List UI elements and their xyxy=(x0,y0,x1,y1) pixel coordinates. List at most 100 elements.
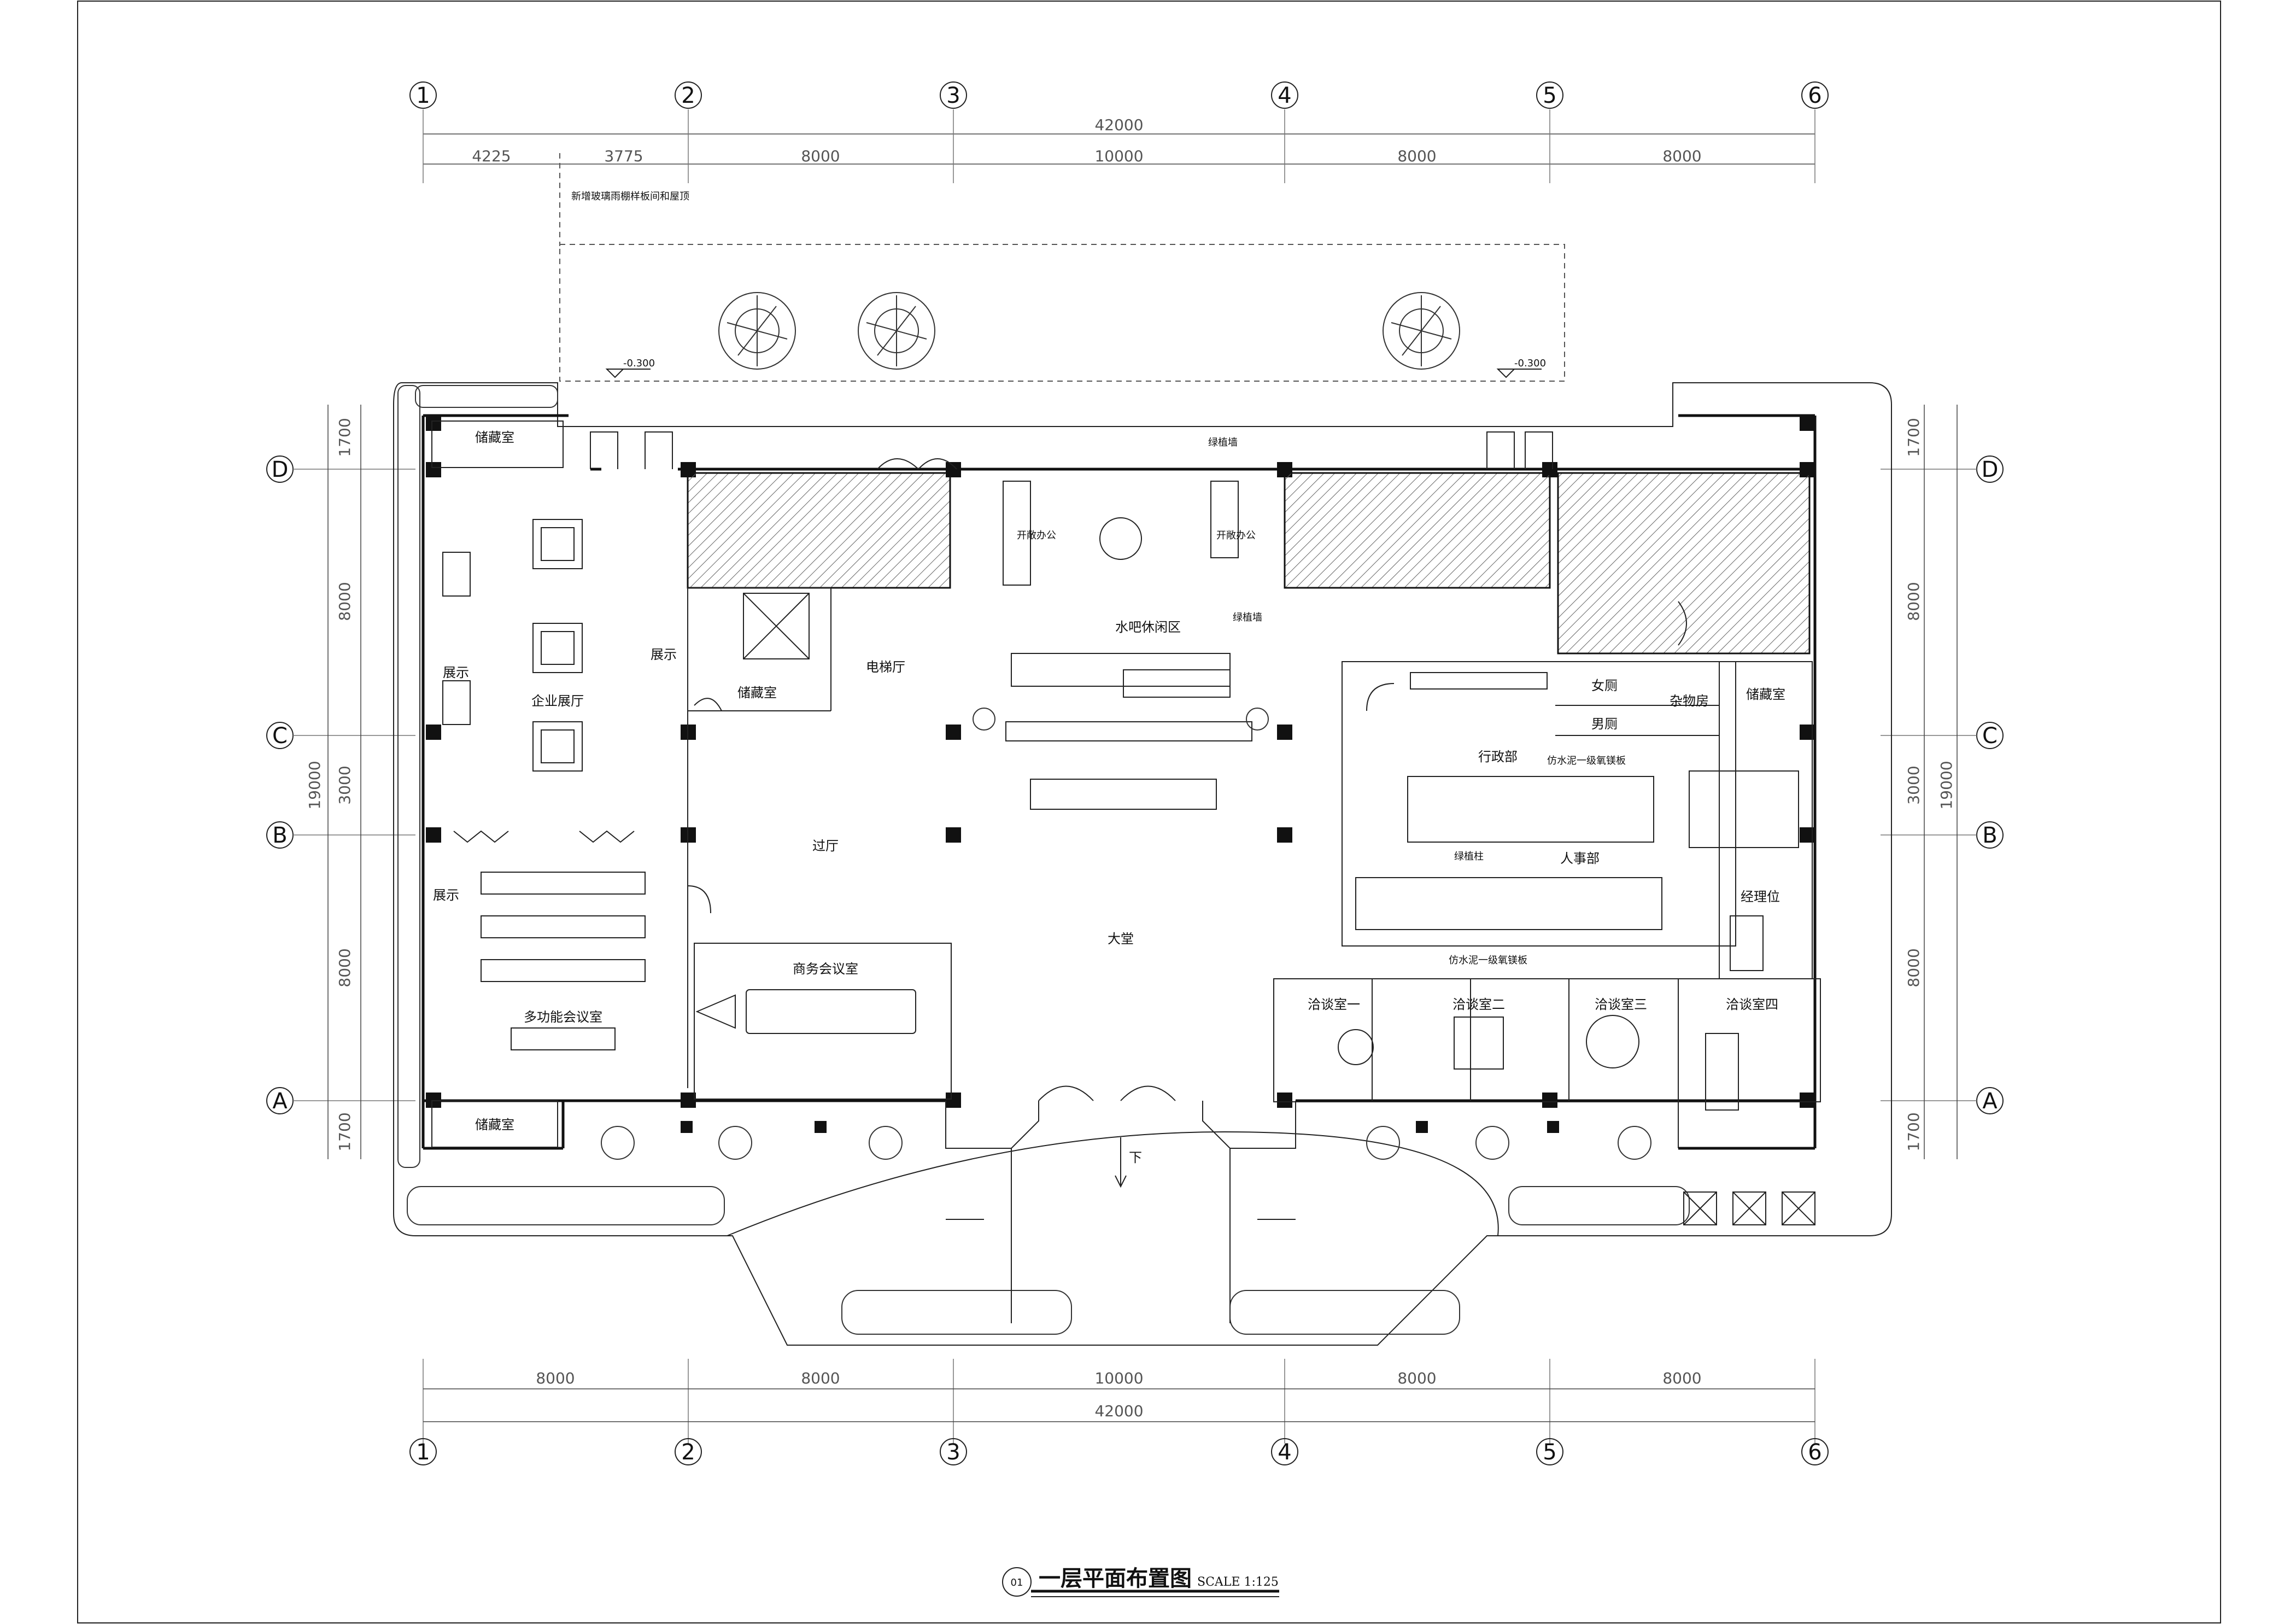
room-storage-nw: 储藏室 xyxy=(475,430,514,445)
canopy-outline xyxy=(559,244,1565,382)
hedge-west xyxy=(397,385,420,1168)
stair-core-west xyxy=(687,472,951,589)
right-grid-axes: D C B A 1700 8000 3000 8000 1700 19000 xyxy=(1881,405,2004,1159)
hedge-se xyxy=(1508,1186,1690,1225)
room-display-3: 展示 xyxy=(433,887,459,903)
dim-bottom-seg-3: 10000 xyxy=(1094,1369,1143,1387)
title-text: 一层平面布置图 xyxy=(1039,1566,1192,1591)
grid-row-C-right: C xyxy=(1982,723,1998,749)
room-nego-4: 洽谈室四 xyxy=(1726,997,1778,1012)
room-nego-3: 洽谈室三 xyxy=(1595,997,1647,1012)
dim-side-seg-3-right: 3000 xyxy=(1905,766,1923,804)
grid-row-A-right: A xyxy=(1982,1089,1998,1114)
tree-icon xyxy=(858,292,935,370)
grid-col-5-bottom: 5 xyxy=(1543,1440,1556,1465)
room-lobby: 大堂 xyxy=(1108,931,1134,947)
dim-side-seg-5: 1700 xyxy=(336,1112,354,1151)
room-storage-center: 储藏室 xyxy=(737,685,777,700)
dim-side-seg-5-right: 1700 xyxy=(1905,1112,1923,1151)
level-marker-left: -0.300 xyxy=(605,358,655,378)
office-tables xyxy=(1003,481,1239,586)
room-display-1: 展示 xyxy=(443,665,469,680)
room-nego-1: 洽谈室一 xyxy=(1308,997,1360,1012)
dim-side-seg-3: 3000 xyxy=(336,766,354,804)
elevator-shaft xyxy=(743,593,810,659)
dim-side-seg-2-right: 8000 xyxy=(1905,582,1923,621)
planter-icon xyxy=(1683,1191,1815,1225)
entrance-plaza-arc xyxy=(727,1131,1499,1236)
room-storage-sw: 储藏室 xyxy=(475,1117,514,1132)
dim-top-seg-1: 4225 xyxy=(472,147,511,165)
negotiation-furniture xyxy=(1338,1015,1739,1111)
room-exhibition-hall: 企业展厅 xyxy=(531,693,584,709)
dim-top-seg-3: 8000 xyxy=(801,147,840,165)
dim-side-seg-4: 8000 xyxy=(336,948,354,987)
label-green-column: 绿植柱 xyxy=(1454,851,1484,862)
dim-top-seg-2: 3775 xyxy=(604,147,643,165)
top-grid-axes: 1 2 3 4 5 6 42000 4225 3775 8000 10000 8… xyxy=(409,81,1829,246)
dim-top-seg-5: 8000 xyxy=(1397,147,1436,165)
title-scale: SCALE 1:125 xyxy=(1197,1575,1279,1589)
grid-col-1-top: 1 xyxy=(416,83,430,108)
grid-row-B-left: B xyxy=(272,823,287,848)
room-utility: 杂物房 xyxy=(1670,693,1709,709)
room-toilet-m: 男厕 xyxy=(1591,716,1618,732)
title-number: 01 xyxy=(1011,1577,1023,1588)
water-bar xyxy=(1005,517,1252,810)
grid-row-D-left: D xyxy=(272,457,289,482)
label-partition-2: 仿水泥一级氧镁板 xyxy=(1449,955,1527,966)
dim-bottom-total: 42000 xyxy=(1094,1402,1143,1420)
room-nego-2: 洽谈室二 xyxy=(1452,997,1505,1012)
grid-col-6-bottom: 6 xyxy=(1808,1440,1821,1465)
room-office-right: 开敞办公 xyxy=(1216,530,1256,541)
main-entrance-steps xyxy=(945,1101,1296,1323)
site-boundary xyxy=(393,382,1892,1346)
business-meeting-table xyxy=(695,989,916,1034)
room-elevator-hall: 电梯厅 xyxy=(866,659,905,675)
dim-top-seg-6: 8000 xyxy=(1662,147,1701,165)
dim-bottom-seg-4: 8000 xyxy=(1397,1369,1436,1387)
hedge-nw xyxy=(415,385,558,408)
dim-side-total: 19000 xyxy=(306,761,324,809)
grid-col-1-bottom: 1 xyxy=(416,1440,430,1465)
grid-row-C-left: C xyxy=(272,723,288,749)
hedge-south-left xyxy=(841,1290,1072,1335)
room-multi-meeting: 多功能会议室 xyxy=(524,1009,602,1025)
dim-side-seg-4-right: 8000 xyxy=(1905,948,1923,987)
exhibition-pedestals xyxy=(442,519,583,772)
room-labels: 储藏室 储藏室 储藏室 储藏室 企业展厅 展示 展示 展示 多功能会议室 商务会… xyxy=(433,430,1785,1132)
label-plant-wall: 绿植墙 xyxy=(1208,437,1238,448)
dim-top-total: 42000 xyxy=(1094,116,1143,134)
dim-bottom-seg-5: 8000 xyxy=(1662,1369,1701,1387)
tree-icon xyxy=(1383,292,1460,370)
room-business-meeting: 商务会议室 xyxy=(793,961,858,977)
grid-col-2-top: 2 xyxy=(681,83,695,108)
room-manager: 经理位 xyxy=(1741,889,1780,904)
grid-col-4-bottom: 4 xyxy=(1278,1440,1291,1465)
interior-partitions xyxy=(431,420,1821,1148)
label-partition-1: 仿水泥一级氧镁板 xyxy=(1547,755,1626,767)
top-canopy-note: 新增玻璃雨棚样板间和屋顶 xyxy=(571,191,689,202)
grid-col-5-top: 5 xyxy=(1543,83,1556,108)
room-corridor: 过厅 xyxy=(812,838,839,854)
room-display-2: 展示 xyxy=(651,647,677,662)
entry-arrow-label: 下 xyxy=(1129,1150,1142,1165)
stair-core-east xyxy=(1284,472,1551,589)
dim-bottom-seg-1: 8000 xyxy=(536,1369,575,1387)
room-toilet-w: 女厕 xyxy=(1591,678,1618,693)
svg-text:-0.300: -0.300 xyxy=(1514,358,1546,369)
room-office-left: 开敞办公 xyxy=(1017,530,1056,541)
drawing-frame xyxy=(77,1,2221,1623)
grid-col-6-top: 6 xyxy=(1808,83,1821,108)
grid-col-3-bottom: 3 xyxy=(946,1440,960,1465)
label-plant-wall-2: 绿植墙 xyxy=(1233,612,1262,623)
grid-row-D-right: D xyxy=(1982,457,1999,482)
dim-side-seg-1: 1700 xyxy=(336,418,354,457)
tree-icon xyxy=(718,292,796,370)
grid-col-3-top: 3 xyxy=(946,83,960,108)
doors xyxy=(590,431,1687,1101)
level-marker-right: -0.300 xyxy=(1496,358,1546,378)
workstations xyxy=(1355,672,1799,971)
dim-bottom-seg-2: 8000 xyxy=(801,1369,840,1387)
